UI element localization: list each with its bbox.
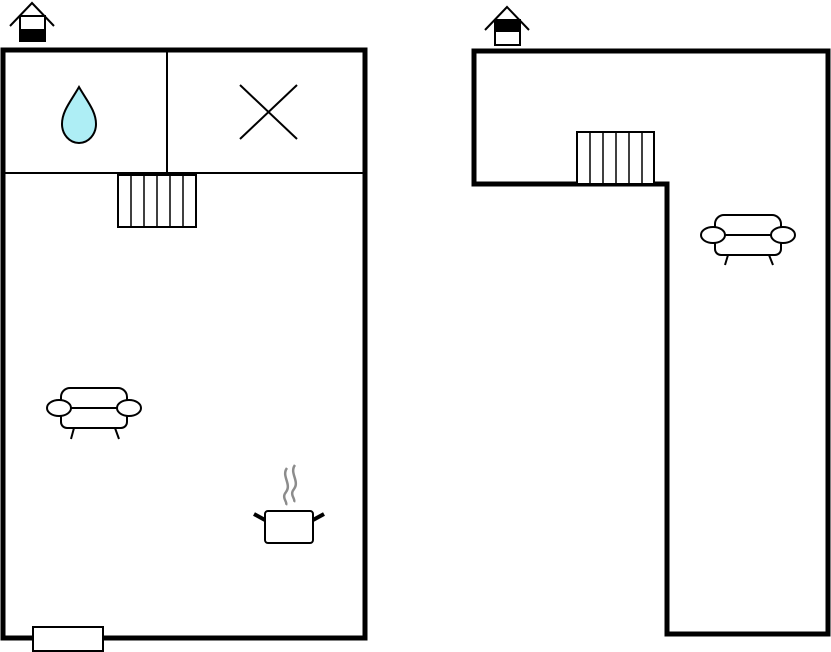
upper-floor-plan — [471, 5, 831, 637]
entrance-door — [32, 626, 104, 652]
water-drop-icon — [60, 84, 98, 144]
staircase-icon — [576, 131, 655, 185]
sofa-icon — [700, 214, 796, 266]
bed-cross-icon — [239, 84, 298, 140]
kitchen-pot-icon — [253, 464, 325, 544]
sofa-icon — [46, 387, 142, 440]
ground-floor-plan — [0, 1, 368, 652]
floor-indicator-upper-filled-icon — [484, 5, 530, 46]
ground-floor-outer-wall — [0, 47, 368, 641]
floor-indicator-lower-filled-icon — [9, 1, 55, 42]
upper-floor-outer-wall — [471, 48, 831, 637]
staircase-icon — [117, 174, 197, 228]
